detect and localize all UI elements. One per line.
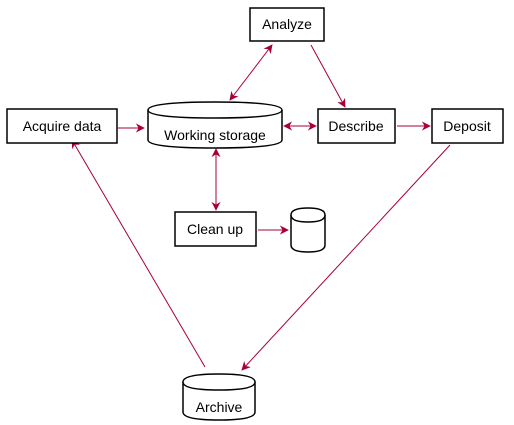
node-archive-label: Archive bbox=[196, 399, 243, 415]
node-deposit-label: Deposit bbox=[443, 118, 491, 134]
node-analyze-label: Analyze bbox=[262, 16, 312, 32]
edge-archive-to-acquire bbox=[71, 139, 206, 368]
node-describe-label: Describe bbox=[328, 118, 383, 134]
node-working-storage: Working storage bbox=[147, 101, 283, 149]
node-describe: Describe bbox=[317, 108, 396, 144]
node-archive: Archive bbox=[182, 373, 256, 421]
node-working-storage-label: Working storage bbox=[164, 127, 266, 143]
edge-analyze-to-describe bbox=[310, 44, 346, 108]
node-discard-storage bbox=[290, 207, 326, 253]
edges bbox=[71, 44, 451, 371]
node-deposit: Deposit bbox=[431, 108, 504, 144]
edge-deposit-to-archive bbox=[241, 144, 451, 371]
node-clean-up: Clean up bbox=[174, 211, 257, 247]
node-clean-up-label: Clean up bbox=[187, 221, 243, 237]
node-acquire-data-label: Acquire data bbox=[23, 118, 102, 134]
node-analyze: Analyze bbox=[249, 7, 325, 42]
node-acquire-data: Acquire data bbox=[6, 108, 118, 144]
edge-working-storage-analyze bbox=[229, 44, 273, 101]
